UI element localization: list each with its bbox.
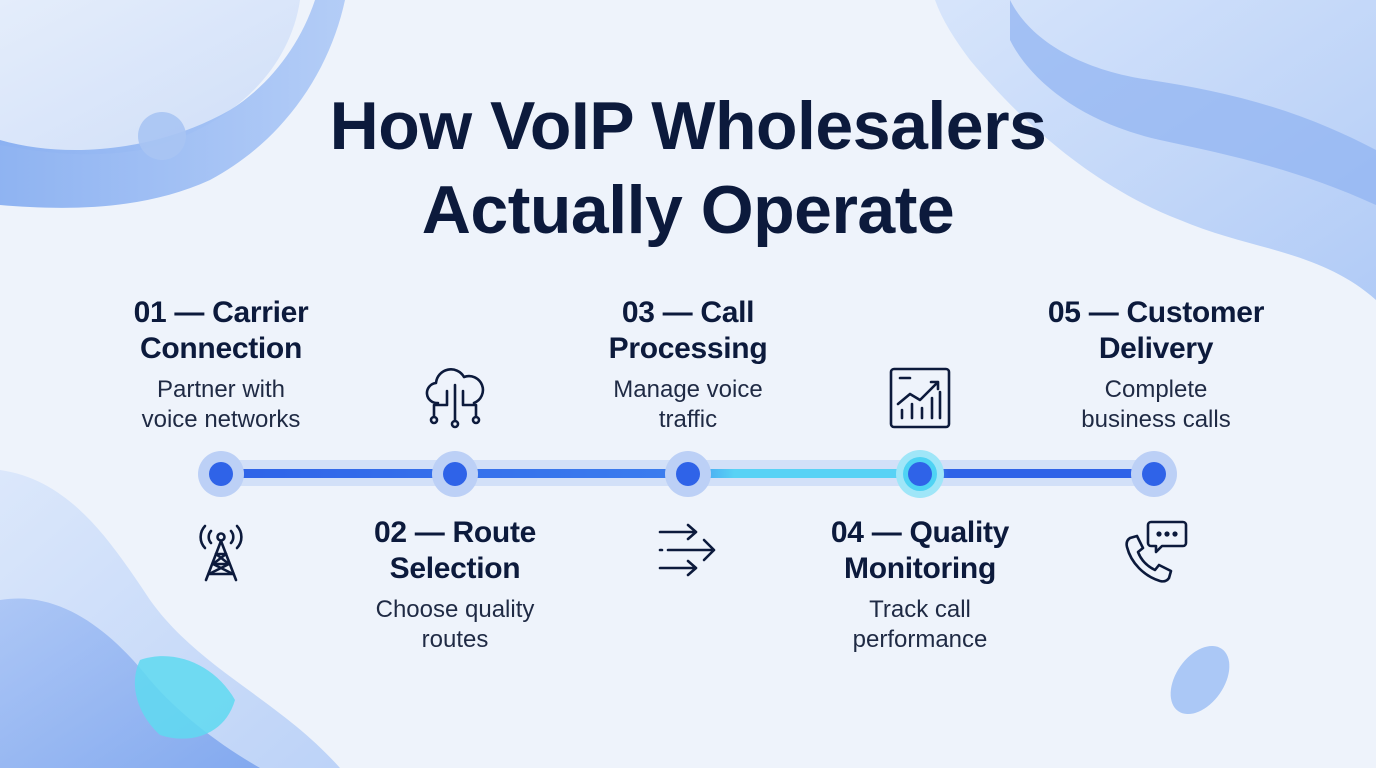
trend-chart-icon [889,367,951,429]
timeline-node-4 [896,450,944,498]
step-description-line: Choose quality [375,596,535,623]
step-heading: 04 — Quality Monitoring [770,515,1070,587]
step-number-title: 04 — Quality [830,516,1010,549]
timeline-node-2 [432,451,478,497]
step-title-line: Delivery [1098,332,1214,365]
step-heading: 05 — Customer Delivery [1006,295,1306,367]
step-title-line: Monitoring [844,552,996,585]
forward-arrows-icon [658,523,716,577]
step-description-line: performance [852,626,988,653]
step-description: Manage voice traffic [538,375,838,435]
step-number-title: 03 — Call [621,296,755,329]
step-carrier-connection: 01 — Carrier Connection Partner with voi… [71,295,371,435]
page-title: How VoIP Wholesalers Actually Operate [0,84,1376,252]
step-title-line: Selection [389,552,521,585]
step-description-line: business calls [1081,406,1231,433]
step-customer-delivery: 05 — Customer Delivery Complete business… [1006,295,1306,435]
step-heading: 03 — Call Processing [538,295,838,367]
step-description: Partner with voice networks [71,375,371,435]
step-description-line: routes [421,626,489,653]
step-title-line: Connection [140,332,302,365]
step-description: Choose quality routes [305,595,605,655]
step-description: Complete business calls [1006,375,1306,435]
step-description-line: Track call [869,596,971,623]
step-quality-monitoring: 04 — Quality Monitoring Track call perfo… [770,515,1070,655]
timeline-node-5 [1131,451,1177,497]
phone-chat-icon [1125,520,1188,583]
step-description: Track call performance [770,595,1070,655]
cell-tower-icon [199,524,243,582]
step-call-processing: 03 — Call Processing Manage voice traffi… [538,295,838,435]
step-route-selection: 02 — Route Selection Choose quality rout… [305,515,605,655]
step-description-line: voice networks [141,406,301,433]
timeline-node-3 [665,451,711,497]
cloud-network-icon [425,368,485,429]
step-title-line: Processing [608,332,768,365]
title-line-1: How VoIP Wholesalers [329,88,1047,164]
timeline-node-1 [198,451,244,497]
step-number-title: 05 — Customer [1047,296,1265,329]
step-number-title: 02 — Route [373,516,537,549]
step-description-line: Complete [1104,376,1208,403]
step-heading: 01 — Carrier Connection [71,295,371,367]
step-number-title: 01 — Carrier [133,296,309,329]
step-description-line: Partner with [156,376,286,403]
title-line-2: Actually Operate [421,172,955,248]
step-description-line: Manage voice [613,376,763,403]
step-heading: 02 — Route Selection [305,515,605,587]
step-description-line: traffic [658,406,718,433]
